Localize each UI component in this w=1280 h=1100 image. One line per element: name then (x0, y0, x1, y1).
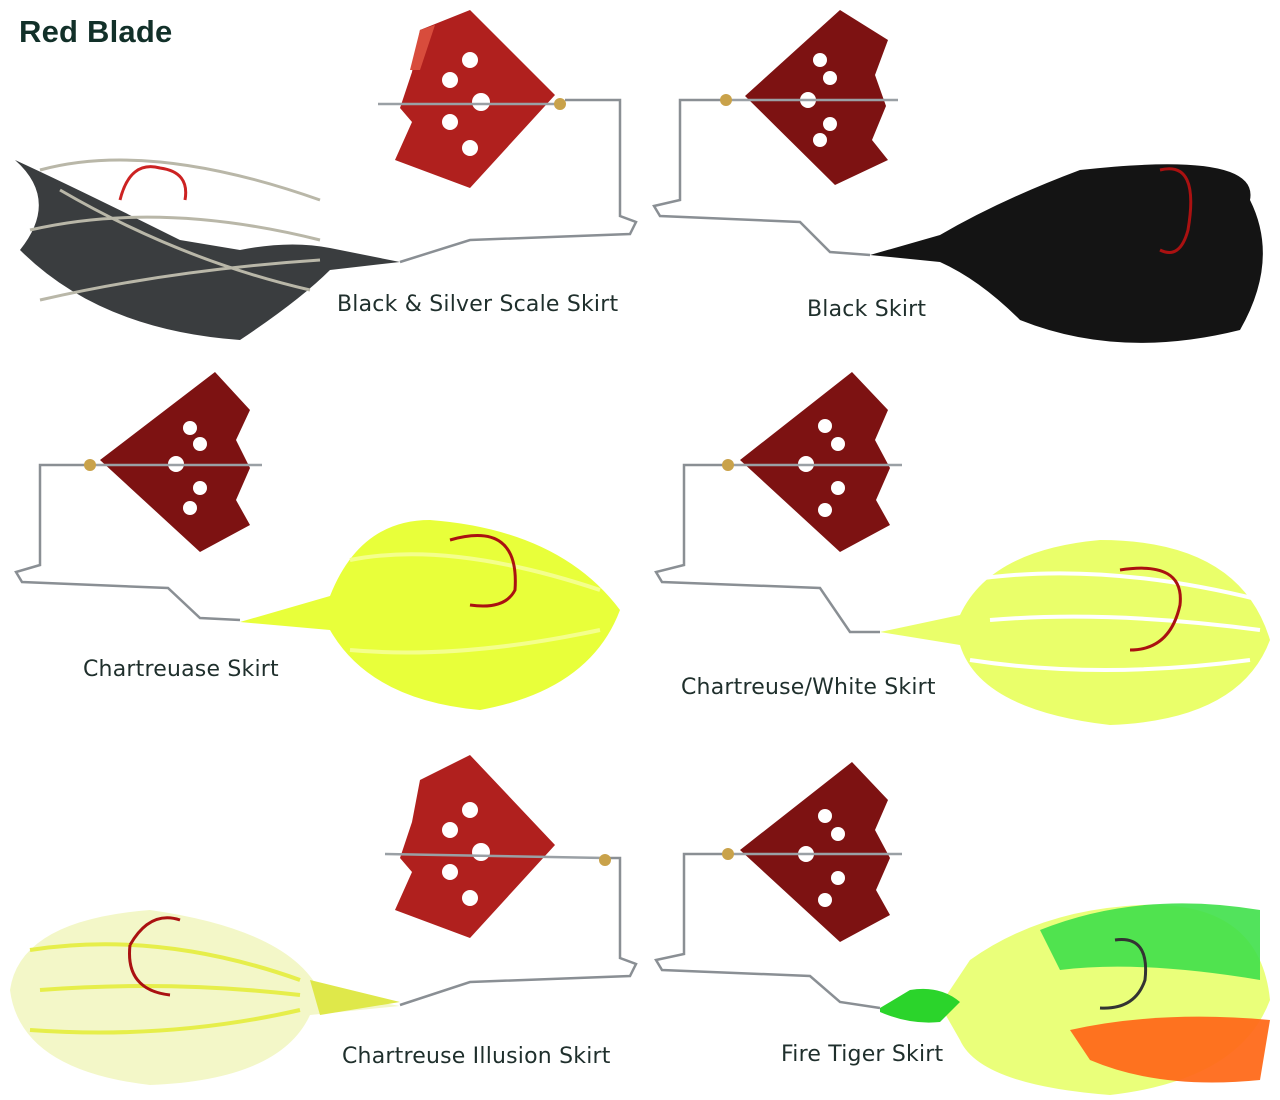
skirt-icon (880, 540, 1270, 725)
lure-chartreuse-white: Chartreuse/White Skirt (640, 360, 1280, 730)
skirt-icon (870, 164, 1263, 343)
blade-icon (722, 372, 902, 552)
lure-image (654, 372, 1270, 725)
skirt-icon (10, 910, 400, 1085)
lure-label: Fire Tiger Skirt (781, 1042, 944, 1067)
lure-black-silver-scale: Black & Silver Scale Skirt (0, 0, 660, 360)
lure-chartreuse-illusion: Chartreuse Illusion Skirt (0, 740, 660, 1100)
lure-label: Chartreuase Skirt (83, 657, 279, 682)
lure-label: Black Skirt (807, 297, 927, 322)
lure-black: Black Skirt (640, 0, 1280, 360)
lure-image (14, 372, 620, 710)
lure-label: Black & Silver Scale Skirt (337, 292, 619, 317)
lure-fire-tiger: Fire Tiger Skirt (640, 740, 1280, 1100)
skirt-icon (240, 520, 620, 710)
lure-image (654, 762, 1270, 1095)
skirt-icon (880, 903, 1270, 1095)
lure-chartreuase: Chartreuase Skirt (0, 360, 640, 720)
blade-icon (84, 372, 262, 552)
lure-label: Chartreuse/White Skirt (681, 675, 936, 700)
blade-icon (378, 10, 566, 188)
lure-image (652, 10, 1263, 343)
blade-icon (720, 10, 898, 185)
lure-image (15, 10, 638, 340)
blade-icon (722, 762, 902, 942)
lure-image (10, 755, 638, 1085)
blade-icon (384, 755, 611, 938)
lure-label: Chartreuse Illusion Skirt (342, 1044, 611, 1069)
page-title: Red Blade (19, 14, 173, 49)
skirt-icon (15, 158, 400, 340)
